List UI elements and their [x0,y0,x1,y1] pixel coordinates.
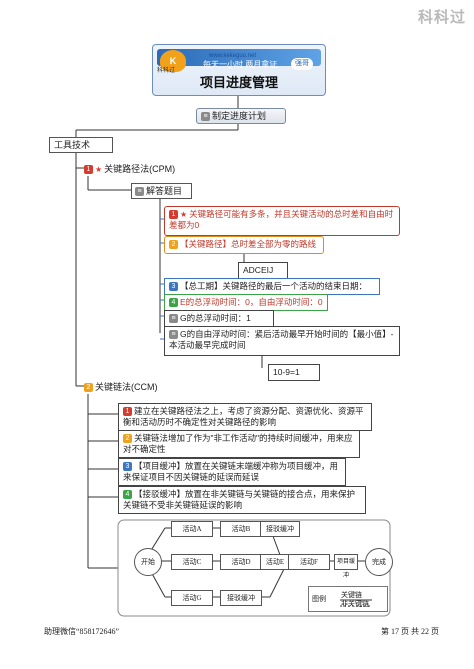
cpm-item-total-duration[interactable]: 3【总工期】关键路径的最后一个活动的结束日期：21 [164,278,380,302]
logo-label: 科科过 [157,68,176,74]
priority-3-icon: 3 [123,462,132,472]
network-end: 完成 [365,548,393,576]
critical-path-answer[interactable]: ADCEIJ [238,262,288,279]
brand-watermark: 科科过 [417,9,466,26]
footer-contact: 助理微信“858172646” [44,627,120,636]
plan-schedule-label: 制定进度计划 [212,111,267,121]
ccm-item-text: 建立在关键路径法之上，考虑了资源分配、资源优化、资源平衡和活动历时不确定性对关键… [123,406,364,427]
cpm-item-critical-path-def[interactable]: 2【关键路径】总时差全部为零的路线 [164,236,324,254]
slogan-banner: K www.kekeguo.net 每天一小时 两月拿证 强哥 [157,49,321,72]
page-title: 项目进度管理 [199,75,278,90]
priority-1-icon: 1 [123,407,132,417]
ccm-label: 关键链法(CCM) [95,382,158,392]
activity-a: 活动A [171,521,213,537]
g-free-float-answer[interactable]: 10-9=1 [268,364,320,381]
site-url: www.kekeguo.net [209,53,257,59]
ccm-item-text: 关键链法增加了作为"非工作活动"的持续时间缓冲，用来应对不确定性 [123,433,353,454]
priority-2-icon: 2 [169,240,178,250]
priority-3-icon: 3 [169,282,178,292]
doc-icon: ≡ [135,187,144,197]
cpm-item-text: 关键路径可能有多条，并且关键活动的总时差和自由时差都为0 [169,209,394,230]
answer-label: 解答题目 [146,186,183,196]
priority-2-icon: 2 [123,434,132,444]
activity-b: 活动B [220,521,262,537]
legend-title: 图例 [312,595,326,603]
answer-node[interactable]: ≡解答题目 [131,183,192,199]
star-icon: ★ [180,210,188,219]
priority-1-icon: 1 [84,165,93,175]
doc-icon: ≡ [201,112,210,122]
plan-schedule-node[interactable]: ≡制定进度计划 [196,108,286,124]
cpm-item-text: G的总浮动时间：1 [180,313,251,323]
cpm-label: 关键路径法(CPM) [104,164,176,174]
network-start: 开始 [134,548,162,576]
priority-2-icon: 2 [84,383,93,393]
cpm-item-text: 【关键路径】总时差全部为零的路线 [180,239,317,249]
feeding-buffer-2: 接驳缓冲 [220,590,262,606]
cpm-item-g-total-float[interactable]: ≡G的总浮动时间：1 [164,310,274,327]
priority-1-icon: 1 [169,210,178,220]
project-buffer: 项目缓冲 [334,554,358,579]
ccm-item-project-buffer[interactable]: 3【项目缓冲】放置在关键链末端缓冲称为项目缓冲，用来保证项目不因关键链的延误而延… [118,458,346,486]
cpm-item-critical-paths[interactable]: 1★关键路径可能有多条，并且关键活动的总时差和自由时差都为0 [164,206,400,236]
cpm-item-text: E的总浮动时间：0，自由浮动时间：0 [180,297,323,307]
network-legend: 图例 关键链 非关键链 [308,586,388,612]
cpm-item-g-free-float[interactable]: ≡G的自由浮动时间：紧后活动最早开始时间的【最小值】-本活动最早完成时间 [164,326,400,356]
activity-e: 活动E [260,554,290,570]
activity-c: 活动C [171,554,213,570]
central-topic[interactable]: K www.kekeguo.net 每天一小时 两月拿证 强哥 科科过 项目进度… [152,44,326,96]
doc-icon: ≡ [169,330,178,340]
kekeguo-logo: K [160,50,186,72]
priority-4-icon: 4 [123,490,132,500]
page-number: 第 17 页 共 22 页 [381,627,439,636]
cpm-node[interactable]: 1★关键路径法(CPM) [84,162,175,175]
slogan-text: 每天一小时 两月拿证 [203,60,278,69]
activity-f: 活动F [288,554,330,570]
activity-d: 活动D [220,554,262,570]
ccm-item-text: 【项目缓冲】放置在关键链末端缓冲称为项目缓冲，用来保证项目不因关键链的延误而延误 [123,461,339,482]
star-icon: ★ [95,165,103,174]
feeding-buffer-1: 接驳缓冲 [260,521,300,537]
legend-critical-chain: 关键链 [341,591,362,599]
legend-noncritical-chain: 非关键链 [341,600,369,608]
tools-techniques-node[interactable]: 工具技术 [49,137,113,153]
author-badge: 强哥 [291,58,313,70]
cpm-item-text: G的自由浮动时间：紧后活动最早开始时间的【最小值】-本活动最早完成时间 [169,329,394,350]
doc-icon: ≡ [169,314,178,324]
activity-g: 活动G [171,590,213,606]
ccm-item-feeding-buffer[interactable]: 4【接驳缓冲】放置在非关键链与关键链的接合点，用来保护关键链不受非关键链延误的影… [118,486,366,514]
priority-4-icon: 4 [169,298,178,308]
ccm-item-text: 【接驳缓冲】放置在非关键链与关键链的接合点，用来保护关键链不受非关键链延误的影响 [123,489,356,510]
